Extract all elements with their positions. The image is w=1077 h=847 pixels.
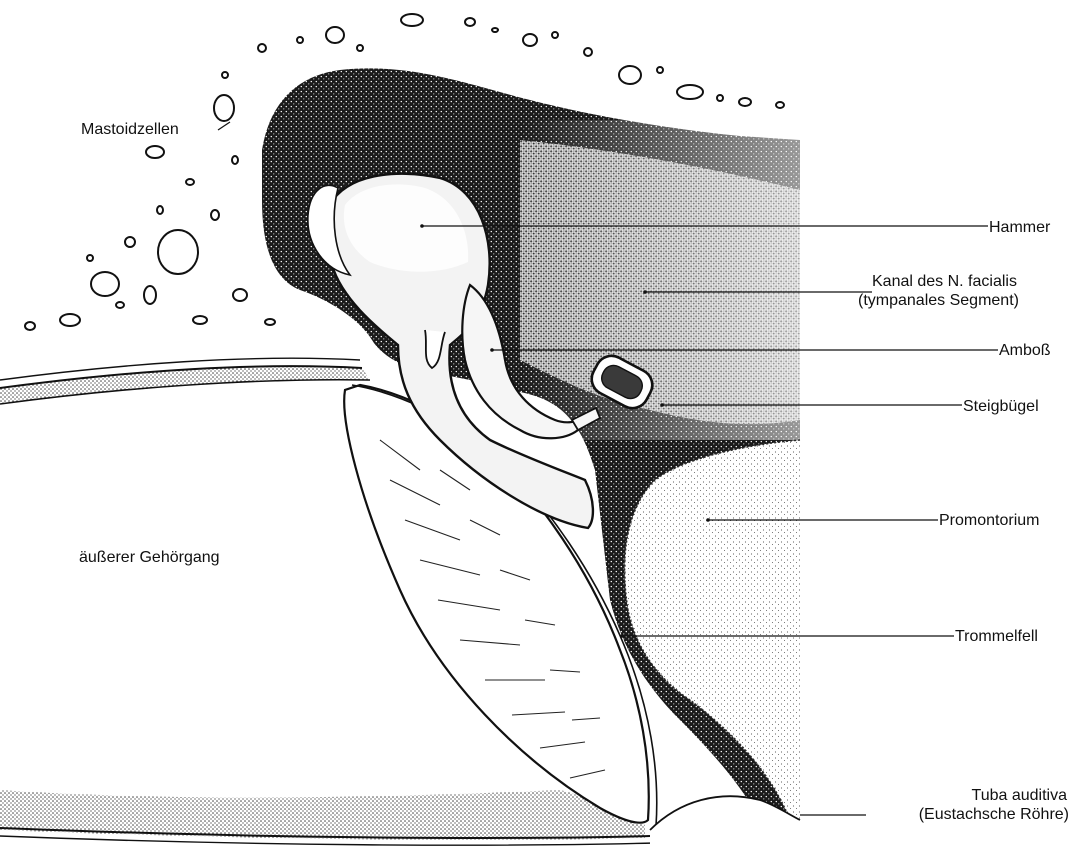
label-eustachian-tube: Tuba auditiva (Eustachsche Röhre) <box>866 786 1069 824</box>
label-facial-canal-line1: Kanal des N. facialis <box>858 272 1019 291</box>
label-facial-canal-line2: (tympanales Segment) <box>858 291 1019 310</box>
label-facial-canal: Kanal des N. facialis (tympanales Segmen… <box>858 272 1019 310</box>
label-mastoid-cells: Mastoidzellen <box>81 120 179 139</box>
label-tympanic-membrane: Trommelfell <box>955 627 1038 646</box>
label-tube-line1: Tuba auditiva <box>866 786 1069 805</box>
label-external-auditory-canal: äußerer Gehörgang <box>79 548 220 567</box>
promontory-bulge <box>625 440 800 847</box>
label-tube-line2: (Eustachsche Röhre) <box>866 805 1069 824</box>
label-promontory: Promontorium <box>939 511 1039 530</box>
leader-mastoid <box>218 122 230 130</box>
label-stapes: Steigbügel <box>963 397 1039 416</box>
label-malleus: Hammer <box>989 218 1050 237</box>
label-incus: Amboß <box>999 341 1051 360</box>
